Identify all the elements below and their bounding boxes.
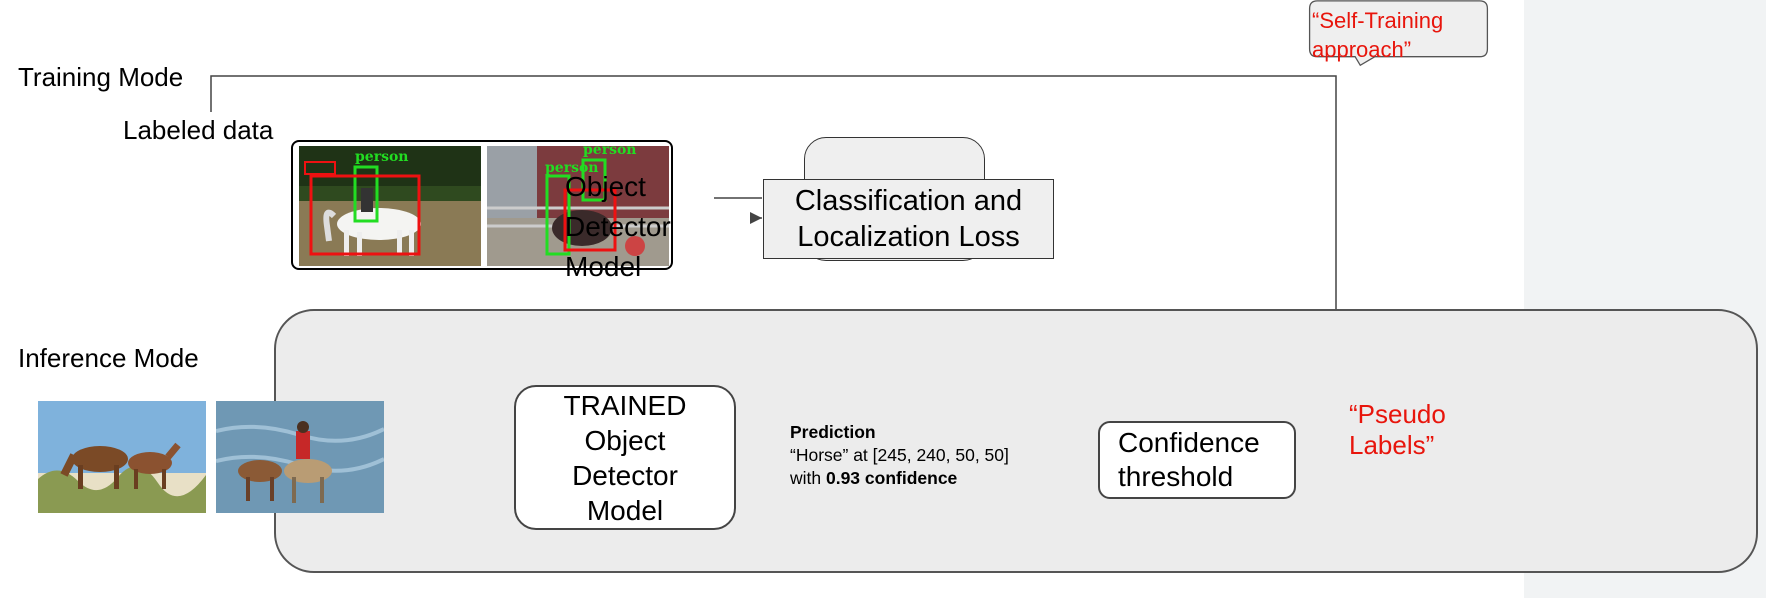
pseudo-labels-text: “Pseudo Labels” bbox=[1349, 399, 1446, 460]
labeled-data-label: Labeled data bbox=[123, 115, 274, 145]
riders-in-water-image bbox=[216, 401, 384, 513]
trained-object-detector-box: TRAINED Object Detector Model bbox=[514, 385, 736, 530]
svg-text:person: person bbox=[545, 160, 598, 176]
prediction-line-2: with 0.93 confidence bbox=[790, 468, 958, 488]
corral-riders-image: person person bbox=[487, 146, 669, 266]
svg-text:person: person bbox=[355, 149, 408, 165]
white-horse-image: person bbox=[299, 146, 481, 266]
svg-text:person: person bbox=[583, 146, 636, 158]
labeled-images-frame: person person person bbox=[291, 140, 673, 270]
confidence-threshold-box: Confidence threshold bbox=[1098, 421, 1296, 499]
horses-on-dune-image bbox=[38, 401, 206, 513]
callout-text: “Self-Training approach” bbox=[1312, 8, 1444, 62]
inference-panel bbox=[274, 309, 1758, 573]
self-training-callout bbox=[1308, 0, 1489, 67]
inference-mode-label: Inference Mode bbox=[18, 343, 199, 373]
prediction-title: Prediction bbox=[790, 422, 876, 442]
prediction-text: Prediction “Horse” at [245, 240, 50, 50]… bbox=[790, 421, 1009, 490]
classification-localization-loss-box: Classification and Localization Loss bbox=[763, 179, 1054, 259]
object-detector-model-label: Object Detector Model bbox=[565, 171, 671, 282]
prediction-line-1: “Horse” at [245, 240, 50, 50] bbox=[790, 445, 1009, 465]
training-mode-label: Training Mode bbox=[18, 62, 184, 92]
